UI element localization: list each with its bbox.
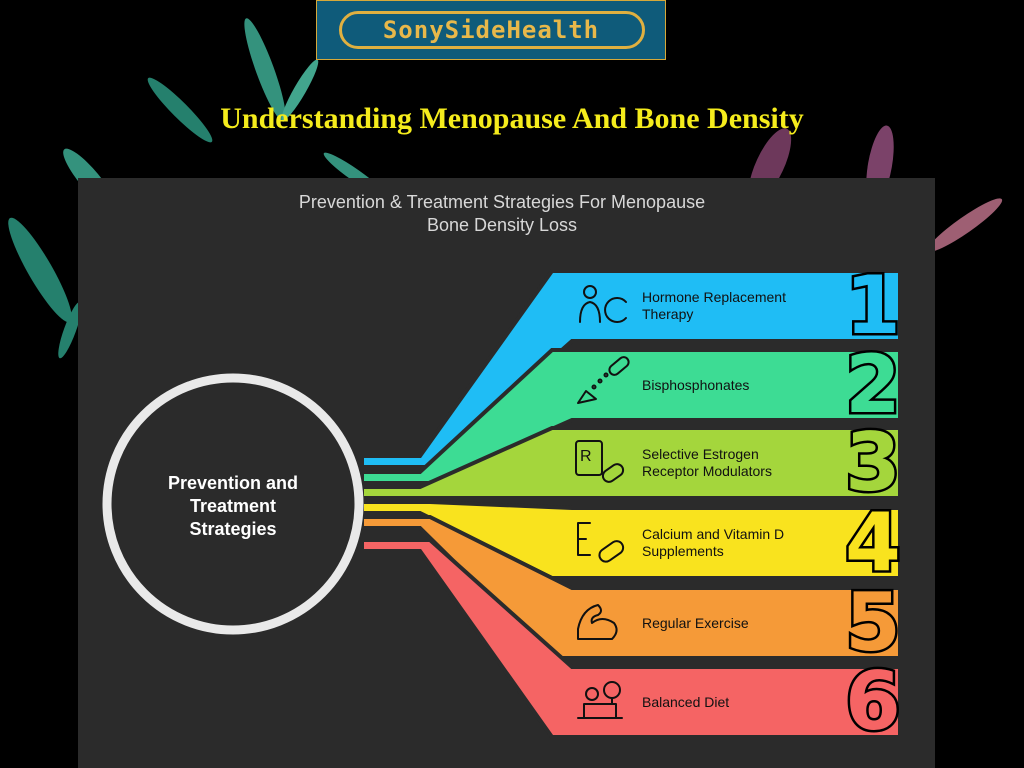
strategy-bands	[360, 269, 902, 739]
strategy-label-2: Bisphosphonates	[642, 377, 749, 394]
center-label-line1: Prevention and	[167, 473, 299, 493]
strategy-band-6	[360, 538, 902, 739]
strategy-label-6: Balanced Diet	[642, 694, 729, 711]
page-title: Understanding Menopause And Bone Density	[220, 102, 804, 135]
brand-logo[interactable]: SonySideHealth	[316, 0, 666, 60]
nurse-icon	[579, 285, 627, 323]
center-label-line3: Strategies	[189, 519, 277, 539]
center-label-line2: Treatment	[189, 496, 277, 516]
strategy-band-2	[360, 348, 902, 485]
strategy-label-line: Receptor Modulators	[642, 463, 772, 479]
strategy-icons: R	[575, 285, 630, 719]
svg-text:R: R	[580, 448, 592, 465]
strategy-label-line: Bisphosphonates	[642, 376, 750, 393]
prescription-icon: R	[575, 440, 625, 483]
strategy-label-line: Calcium and Vitamin D	[642, 526, 785, 542]
pill-icon	[577, 356, 630, 404]
diagram-heading-line1: Prevention & Treatment Strategies For Me…	[298, 192, 706, 212]
strategy-band-5	[360, 515, 902, 660]
strategy-number-2: 2	[843, 338, 904, 431]
strategy-label-line: Supplements	[642, 543, 724, 559]
strategy-band-3	[360, 426, 902, 500]
strategy-label-line: Selective Estrogen	[642, 446, 759, 462]
strategy-number-5: 5	[843, 576, 904, 669]
logo-badge	[339, 11, 645, 49]
strategy-label-line: Hormone Replacement	[642, 289, 786, 305]
center-label: Prevention and Treatment Strategies	[138, 472, 328, 541]
diagram-heading: Prevention & Treatment Strategies For Me…	[0, 191, 1004, 237]
strategy-label-line: Therapy	[642, 306, 694, 322]
diagram-heading-line2: Bone Density Loss	[426, 215, 578, 235]
center-circle	[102, 373, 364, 635]
strategy-number-3: 3	[843, 416, 904, 509]
strategy-label-5: Regular Exercise	[642, 615, 749, 632]
strategy-number-6: 6	[843, 655, 904, 748]
strategy-band-1	[360, 269, 902, 469]
scale-food-icon	[577, 681, 623, 719]
strategy-number-1: 1	[843, 259, 904, 352]
muscle-icon	[577, 604, 618, 640]
strategy-label-line: Balanced Diet	[642, 693, 730, 710]
supplement-icon	[577, 522, 625, 563]
strategy-label-line: Regular Exercise	[642, 614, 749, 631]
logo-text: SonySideHealth	[382, 16, 600, 44]
strategy-number-4: 4	[843, 496, 904, 589]
strategy-band-4	[360, 500, 902, 580]
